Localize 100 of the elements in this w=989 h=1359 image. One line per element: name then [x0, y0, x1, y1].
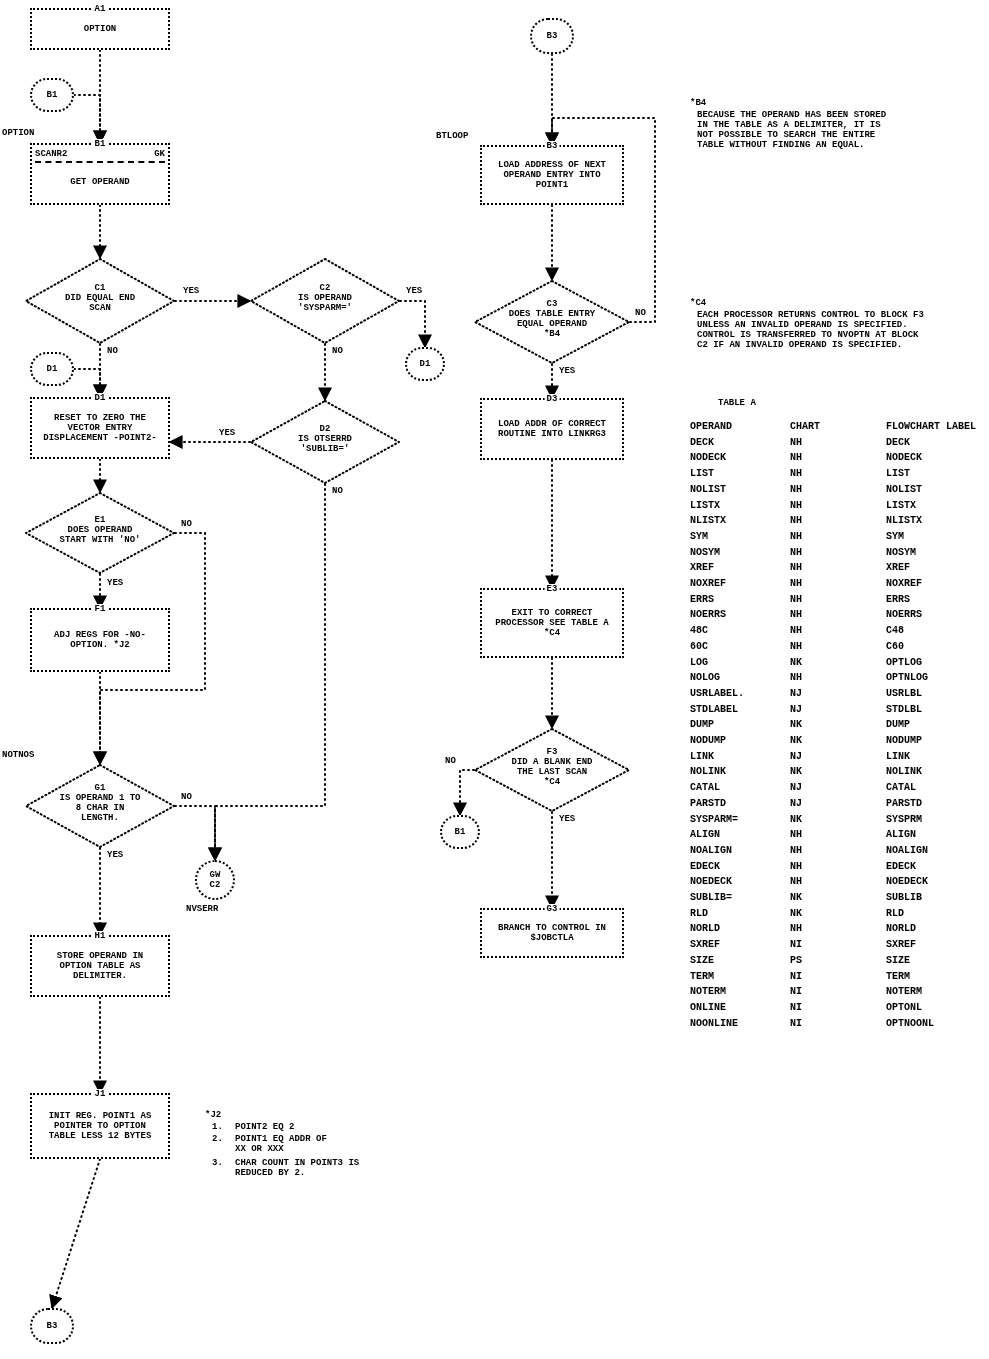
table-entry: NK: [790, 656, 802, 669]
decision-text: DOES TABLE ENTRY EQUAL OPERAND *B4: [508, 309, 596, 339]
table-entry: NH: [790, 499, 802, 512]
table-entry: NI: [790, 939, 802, 952]
edge-label: NO: [180, 519, 193, 529]
table-entry: EDECK: [690, 860, 720, 873]
table-entry: NOERRS: [886, 609, 922, 622]
box-text: INIT REG. POINT1 AS POINTER TO OPTION TABLE LESS 12 BYTES: [47, 1111, 153, 1141]
table-entry: NOALIGN: [690, 844, 732, 857]
block-id: H1: [92, 931, 108, 941]
edge-label: NO: [634, 308, 647, 318]
table-entry: C48: [886, 625, 904, 638]
table-entry: NH: [790, 625, 802, 638]
table-entry: RLD: [690, 907, 708, 920]
flow-arrow: [545, 117, 656, 323]
decision-text: DID EQUAL END SCAN: [63, 293, 137, 313]
table-entry: OPTONL: [886, 1001, 922, 1014]
table-entry: STDLABEL: [690, 703, 738, 716]
table-entry: NI: [790, 1001, 802, 1014]
block-id: F3: [546, 747, 558, 757]
block-id: D1: [92, 393, 108, 403]
table-entry: NOEDECK: [690, 876, 732, 889]
table-entry: SYM: [690, 530, 708, 543]
table-entry: USRLBL: [886, 687, 922, 700]
table-entry: SXREF: [690, 939, 720, 952]
table-entry: CATAL: [690, 782, 720, 795]
box-text: RESET TO ZERO THE VECTOR ENTRY DISPLACEMENT -POINT2-: [42, 413, 158, 443]
table-entry: NH: [790, 609, 802, 622]
edge-label: YES: [558, 814, 577, 824]
table-entry: LINK: [690, 750, 714, 763]
table-entry: NJ: [790, 703, 802, 716]
edge-label: YES: [106, 850, 125, 860]
block-id: D2: [319, 424, 331, 434]
list-number: 2.: [212, 1134, 224, 1144]
table-entry: NOSYM: [690, 546, 720, 559]
flow-arrow: [453, 769, 475, 817]
entry-label: BTLOOP: [436, 131, 469, 141]
edge-label: YES: [182, 286, 201, 296]
table-entry: NH: [790, 578, 802, 590]
table-entry: SYSPRM: [886, 813, 922, 826]
table-entry: NOONLINE: [690, 1017, 738, 1030]
edge-label: YES: [405, 286, 424, 296]
table-entry: SYM: [886, 530, 904, 543]
table-entry: NI: [790, 986, 802, 999]
table-entry: NK: [790, 892, 802, 904]
module-name: SCANR2: [35, 149, 68, 159]
edge-label: NO: [106, 346, 119, 356]
table-entry: NOERRS: [690, 609, 726, 622]
flow-arrow: [545, 657, 559, 730]
table-entry: NOTERM: [886, 986, 922, 999]
table-entry: OPTLOG: [886, 656, 922, 669]
table-header: CHART: [790, 421, 820, 433]
table-entry: SXREF: [886, 939, 916, 952]
table-entry: ALIGN: [690, 829, 720, 842]
table-entry: NODUMP: [886, 735, 922, 747]
list-number: 3.: [212, 1158, 224, 1168]
flow-arrow: [174, 805, 222, 862]
edge-label: YES: [558, 366, 577, 376]
table-entry: NH: [790, 483, 802, 496]
flow-arrow: [399, 300, 432, 349]
table-entry: NH: [790, 829, 802, 842]
decision-diamond: [474, 728, 630, 812]
edge-label: NO: [331, 346, 344, 356]
table-entry: NOLIST: [886, 483, 922, 496]
table-entry: SYSPARM=: [690, 813, 738, 826]
note-text: POINT1 EQ ADDR OF XX OR XXX: [235, 1134, 328, 1154]
box-text: GET OPERAND: [70, 177, 130, 187]
table-entry: DUMP: [886, 719, 910, 732]
box-text: OPTION: [83, 24, 117, 34]
edge-label: NO: [331, 486, 344, 496]
edge-label: NO: [180, 792, 193, 802]
table-entry: NH: [790, 468, 802, 481]
flow-arrow: [318, 343, 332, 402]
block-id: C1: [94, 283, 106, 293]
table-entry: 60C: [690, 640, 708, 653]
box-text: EXIT TO CORRECT PROCESSOR SEE TABLE A *C4: [494, 608, 610, 638]
table-entry: SUBLIB: [886, 892, 922, 904]
table-header: FLOWCHART LABEL: [886, 421, 976, 433]
connector-label: D1: [419, 359, 431, 369]
flow-arrow: [93, 458, 107, 494]
connector-label: GW: [209, 870, 221, 880]
table-entry: LINK: [886, 750, 910, 763]
table-entry: NORLD: [690, 923, 720, 936]
box-text: LOAD ADDRESS OF NEXT OPERAND ENTRY INTO POINT1: [497, 160, 607, 190]
table-entry: NOXREF: [690, 578, 726, 590]
table-entry: NODECK: [690, 452, 726, 465]
table-entry: NK: [790, 766, 802, 779]
block-id: F1: [92, 604, 108, 614]
block-id: E1: [94, 515, 106, 525]
decision-diamond: [250, 400, 400, 484]
table-entry: ERRS: [886, 593, 910, 606]
flow-arrow: [545, 204, 559, 282]
note-text: EACH PROCESSOR RETURNS CONTROL TO BLOCK F3 UNLESS AN INVALID OPERAND IS SPECIFIED. CONTROL IS TRANSFERRED TO NVOPTN AT BLOCK C2 IF AN INVALID OPERAND IS SPECIFIED.: [697, 310, 925, 350]
table-entry: NOALIGN: [886, 844, 928, 857]
flow-arrow: [93, 671, 107, 766]
table-entry: NH: [790, 530, 802, 543]
decision-diamond: [474, 280, 630, 364]
table-entry: LIST: [886, 468, 910, 481]
table-entry: PS: [790, 954, 802, 967]
table-entry: LIST: [690, 468, 714, 481]
